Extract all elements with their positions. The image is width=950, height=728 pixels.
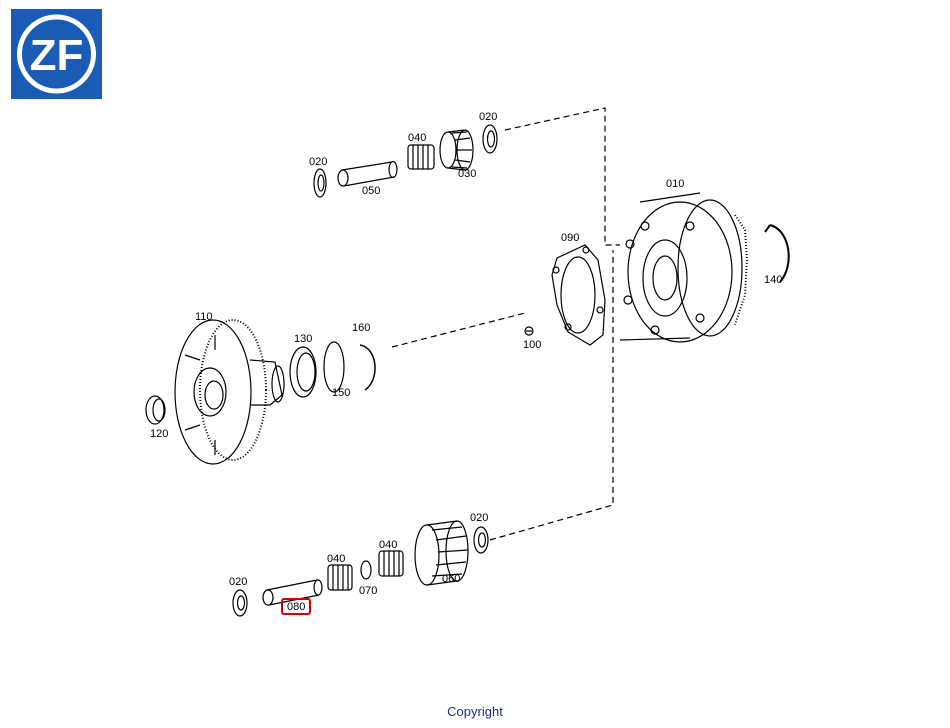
label-120[interactable]: 120 xyxy=(150,428,168,440)
copyright-text: Copyright xyxy=(447,704,503,719)
part-150-ring[interactable] xyxy=(323,341,345,393)
label-040-top[interactable]: 040 xyxy=(408,132,426,144)
label-030[interactable]: 030 xyxy=(458,168,476,180)
part-100-screw[interactable] xyxy=(524,326,534,336)
label-040-bottom-b[interactable]: 040 xyxy=(379,539,397,551)
part-130-bearing[interactable] xyxy=(289,346,317,398)
part-140-snap-ring[interactable] xyxy=(764,224,790,283)
label-150[interactable]: 150 xyxy=(332,387,350,399)
leader-lines xyxy=(391,107,620,541)
label-110[interactable]: 110 xyxy=(195,311,213,323)
label-080[interactable]: 080 xyxy=(287,601,305,613)
part-050-pin[interactable] xyxy=(337,160,398,187)
part-090-plate[interactable] xyxy=(551,244,606,346)
part-060-gear[interactable] xyxy=(414,520,469,586)
part-020-bottom-right-washer[interactable] xyxy=(473,526,489,554)
label-040-bottom-a[interactable]: 040 xyxy=(327,553,345,565)
label-070[interactable]: 070 xyxy=(359,585,377,597)
label-010[interactable]: 010 xyxy=(666,178,684,190)
label-020-top-left[interactable]: 020 xyxy=(309,156,327,168)
selected-part-highlight xyxy=(281,598,311,615)
label-130[interactable]: 130 xyxy=(294,333,312,345)
part-040-bottom-b-bearing[interactable] xyxy=(378,550,404,577)
part-020-bottom-left-washer[interactable] xyxy=(232,589,248,617)
part-040-bottom-a-bearing[interactable] xyxy=(327,564,353,591)
label-020-bottom-right[interactable]: 020 xyxy=(470,512,488,524)
part-040-top-bearing[interactable] xyxy=(407,144,435,170)
part-160-snap-ring[interactable] xyxy=(359,344,376,391)
zf-logo: ZF xyxy=(11,9,102,99)
part-020-top-left-washer[interactable] xyxy=(313,168,327,198)
zf-logo-text: ZF xyxy=(30,31,84,80)
label-060[interactable]: 060 xyxy=(442,573,460,585)
part-120-seal[interactable] xyxy=(145,395,166,425)
label-050[interactable]: 050 xyxy=(362,185,380,197)
label-100[interactable]: 100 xyxy=(523,339,541,351)
label-140[interactable]: 140 xyxy=(764,274,782,286)
part-110-carrier[interactable] xyxy=(174,319,285,465)
label-020-bottom-left[interactable]: 020 xyxy=(229,576,247,588)
part-020-top-right-washer[interactable] xyxy=(482,124,498,154)
part-070-spacer[interactable] xyxy=(360,560,372,580)
part-010-housing[interactable] xyxy=(619,192,749,343)
part-030-gear[interactable] xyxy=(439,129,474,171)
label-020-top-right[interactable]: 020 xyxy=(479,111,497,123)
label-160[interactable]: 160 xyxy=(352,322,370,334)
label-090[interactable]: 090 xyxy=(561,232,579,244)
